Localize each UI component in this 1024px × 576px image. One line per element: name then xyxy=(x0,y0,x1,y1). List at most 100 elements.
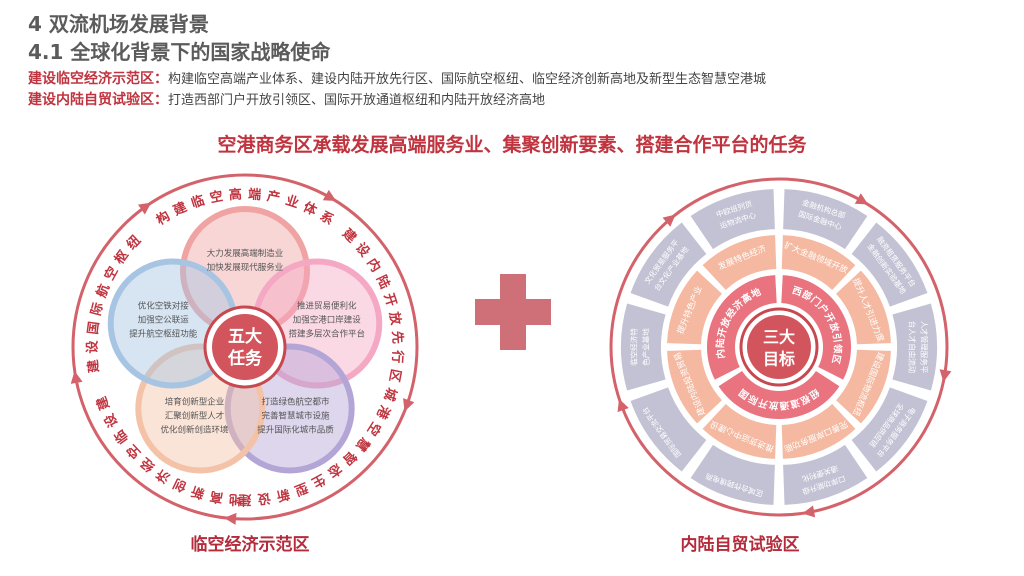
strategy-line-2: 建设内陆自贸试验区：打造西部门户开放引领区、国际开放通道枢纽和内陆开放经济高地 xyxy=(28,89,545,109)
middle-sector xyxy=(781,404,856,459)
task-arc-label-char: 济 xyxy=(153,465,173,486)
task-arc-label-char: 建 xyxy=(85,359,103,374)
goal-label-char: 领 xyxy=(831,344,843,354)
right-ring-arrow xyxy=(802,505,816,518)
task-arc-label-char: 慧 xyxy=(352,434,373,454)
goal-label-char: 开 xyxy=(716,326,729,338)
right-ring-arrow xyxy=(939,369,952,383)
goal-label-char: 区 xyxy=(829,353,842,365)
middle-sector xyxy=(836,349,891,424)
left-caption: 临空经济示范区 xyxy=(190,535,310,555)
task-arc-label-char: 建 xyxy=(238,492,251,508)
task-arc-label-char: 国 xyxy=(86,321,103,336)
right-ring-arrow xyxy=(854,193,869,205)
page-subtitle: 4.1 全球化背景下的国家战略使命 xyxy=(28,40,331,64)
right-ring-arrow xyxy=(662,214,676,227)
task-arc-label-char: 产 xyxy=(266,188,282,206)
task-arc-label-char: 智 xyxy=(339,448,359,469)
task-arc-label-char: 纽 xyxy=(124,232,145,252)
task-arc-label-char: 空 xyxy=(364,419,384,439)
strategy-line-1: 建设临空经济示范区：构建临空高端产业体系、建设内陆开放先行区、国际航空枢纽、临空… xyxy=(28,68,766,88)
outer-sector xyxy=(690,189,775,250)
task-arc-label-char: 态 xyxy=(325,460,345,481)
task-detail: 推进贸易便利化 xyxy=(297,300,357,311)
goal-label: 西部门户开放引领区 xyxy=(791,285,844,365)
outer-sector-label: 台人才自由流动 xyxy=(908,321,918,374)
plus-icon xyxy=(475,274,551,350)
left-center-label: 五大 xyxy=(228,326,262,347)
outer-sector xyxy=(630,387,707,472)
goal-label-char: 开 xyxy=(757,396,770,409)
task-arc-label-char: 构 xyxy=(154,208,174,228)
task-arc-label-char: 端 xyxy=(248,186,262,203)
middle-sector xyxy=(781,235,856,290)
task-arc-label-char: 临 xyxy=(189,192,206,211)
task-arc-label-char: 设 xyxy=(102,410,122,429)
task-arc-label-char: 区 xyxy=(386,368,403,384)
strategy-text-1: 构建临空高端产业体系、建设内陆开放先行区、国际航空枢纽、临空经济创新高地及新型生… xyxy=(168,72,767,87)
goal-label-char: 道 xyxy=(788,396,801,410)
strategy-label-2: 建设内陆自贸试验区： xyxy=(28,92,168,108)
task-arc-label-char: 高 xyxy=(209,488,225,506)
outer-sector-label: 人才管理服务平 xyxy=(920,321,930,374)
right-center-disc xyxy=(747,315,811,379)
task-detail: 加强空公联运 xyxy=(138,314,190,325)
left-outer-ring xyxy=(71,173,419,521)
right-outer-ring xyxy=(609,177,949,517)
task-detail: 优化空铁对接 xyxy=(138,300,190,311)
task-arc-label-char: 行 xyxy=(389,349,406,364)
task-detail: 加强空港口岸建设 xyxy=(293,314,362,325)
goal-sector xyxy=(707,275,777,380)
outer-sector xyxy=(851,387,928,472)
task-arc-label-char: 建 xyxy=(171,199,190,219)
task-arc-label-char: 设 xyxy=(256,490,272,507)
outer-sector-label: 色产业基地 xyxy=(641,328,651,366)
task-arc-label-char: 空 xyxy=(124,441,145,461)
headline: 空港商务区承载发展高端服务业、集聚创新要素、搭建合作平台的任务 xyxy=(217,134,807,156)
outer-sector-label: 临空经济特 xyxy=(629,328,639,366)
task-detail: 加快发展现代服务业 xyxy=(207,262,284,273)
task-arc-label-char: 地 xyxy=(228,491,242,508)
task-detail: 提升国际化城市品质 xyxy=(257,425,334,436)
goal-label-char: 引 xyxy=(830,332,843,343)
task-arc-label-char: 建 xyxy=(93,394,113,412)
task-detail: 培育创新型企业 xyxy=(165,397,225,408)
outer-sector xyxy=(630,222,707,307)
task-arc-label-char: 新 xyxy=(189,482,206,501)
task-detail: 搭建多层次合作平台 xyxy=(289,328,366,339)
middle-sector xyxy=(667,349,722,424)
middle-sector xyxy=(667,270,722,345)
middle-sector xyxy=(702,235,777,290)
task-arc-label-char: 经 xyxy=(138,454,158,475)
task-arc-label-char: 际 xyxy=(89,301,107,317)
right-center-label: 目标 xyxy=(763,350,795,369)
task-arc-label-char: 空 xyxy=(209,188,225,206)
goal-label-char: 放 xyxy=(768,399,780,412)
task-detail: 完善智慧城市设施 xyxy=(262,411,331,422)
goal-label-char: 内 xyxy=(714,348,727,359)
strategy-text-2: 打造西部门户开放引领区、国际开放通道枢纽和内陆开放经济高地 xyxy=(168,93,546,108)
task-detail: 汇聚创新型人才 xyxy=(165,411,225,422)
left-center-label: 任务 xyxy=(227,348,263,369)
outer-sector xyxy=(892,303,937,391)
task-arc-label-char: 城 xyxy=(380,385,399,402)
page-title: 4 双流机场发展背景 xyxy=(28,12,209,36)
strategy-label-1: 建设临空经济示范区： xyxy=(28,71,168,87)
right-caption: 内陆自贸试验区 xyxy=(680,535,800,555)
task-arc-label-char: 设 xyxy=(352,240,372,260)
outer-sector xyxy=(783,444,868,505)
task-arc-label-char: 新 xyxy=(275,485,292,504)
left-center-disc xyxy=(212,314,278,380)
task-arc-label-char: 先 xyxy=(389,330,406,344)
task-arc-label-char: 型 xyxy=(292,479,310,499)
task-arc-label: 建设内陆开放先行区 xyxy=(339,226,405,384)
task-arc-label-char: 业 xyxy=(283,192,300,211)
left-ring-arrow xyxy=(403,398,415,412)
left-ring-arrow xyxy=(322,189,337,202)
left-ring-arrow xyxy=(224,512,237,525)
task-arc-label-char: 陆 xyxy=(373,273,393,292)
right-center-label: 三大 xyxy=(763,328,795,347)
right-ring-arrow xyxy=(617,398,629,413)
